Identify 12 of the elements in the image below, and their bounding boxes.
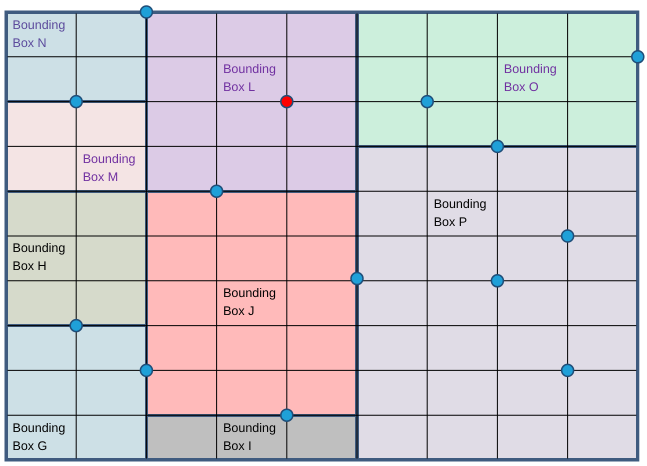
box-label: Bounding Box P <box>434 196 488 231</box>
box-label: Bounding Box L <box>223 61 277 96</box>
bounding-box <box>4 100 148 193</box>
bounding-box <box>4 324 148 462</box>
bounding-box <box>356 10 640 148</box>
box-label: Bounding Box O <box>504 61 558 96</box>
box-label: Bounding Box G <box>12 420 66 455</box>
box-label: Bounding Box M <box>82 150 137 186</box>
box-label: Bounding Box N <box>12 16 66 52</box>
box-label: Bounding Box H <box>12 240 66 276</box>
box-label: Bounding Box I <box>223 420 277 455</box>
box-label: Bounding Box J <box>223 285 277 320</box>
